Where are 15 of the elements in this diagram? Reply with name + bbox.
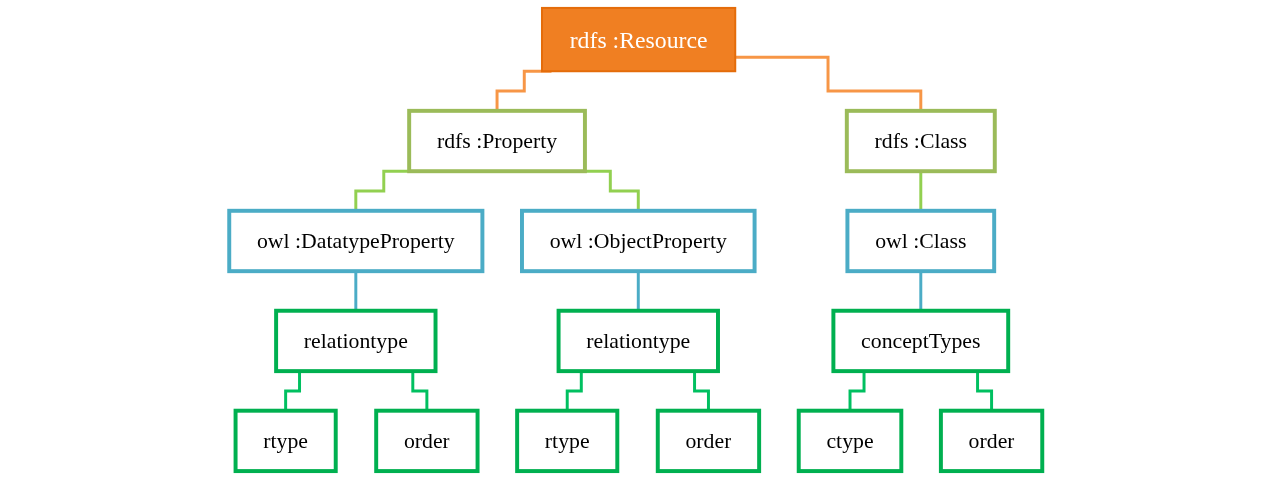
node-box: order (374, 408, 480, 474)
node-box: rtype (233, 408, 338, 474)
node-box: owl :DatatypeProperty (227, 208, 485, 274)
node-box: order (656, 408, 762, 474)
node-box: ctype (797, 408, 904, 474)
node-box: relationtype (556, 308, 721, 374)
node-box: owl :Class (845, 208, 997, 274)
node-box: rtype (515, 408, 620, 474)
node-box: conceptTypes (831, 308, 1011, 374)
node-box: rdfs :Class (845, 108, 997, 174)
node-box: owl :ObjectProperty (520, 208, 757, 274)
node-box: order (939, 408, 1045, 474)
node-box: relationtype (274, 308, 438, 374)
node-box: rdfs :Resource (541, 6, 737, 73)
node-box: rdfs :Property (407, 108, 588, 174)
